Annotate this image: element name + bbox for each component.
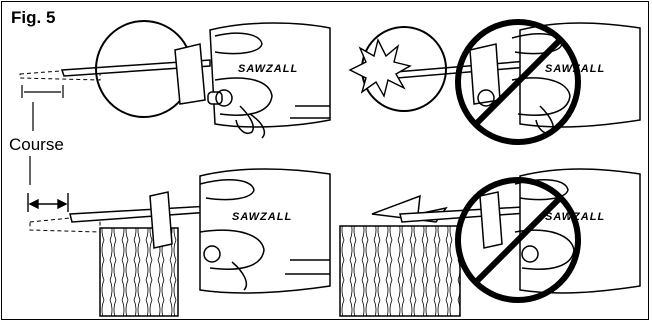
panel-top-right: SAWZALL bbox=[348, 19, 641, 145]
course-indicator-bottom bbox=[27, 193, 69, 212]
course-indicator-top bbox=[21, 85, 64, 185]
course-label: Course bbox=[9, 135, 64, 154]
brand-label: SAWZALL bbox=[238, 63, 298, 75]
brand-label: SAWZALL bbox=[232, 211, 292, 223]
wood-block bbox=[339, 225, 461, 317]
prohibition-icon bbox=[455, 177, 581, 303]
impact-burst-icon bbox=[348, 37, 412, 98]
figure-label: Fig. 5 bbox=[11, 8, 56, 27]
panel-top-left: SAWZALL bbox=[19, 20, 331, 139]
panel-bottom-left: SAWZALL bbox=[29, 168, 331, 317]
prohibition-icon bbox=[455, 19, 581, 145]
panel-bottom-right: SAWZALL bbox=[339, 168, 641, 317]
